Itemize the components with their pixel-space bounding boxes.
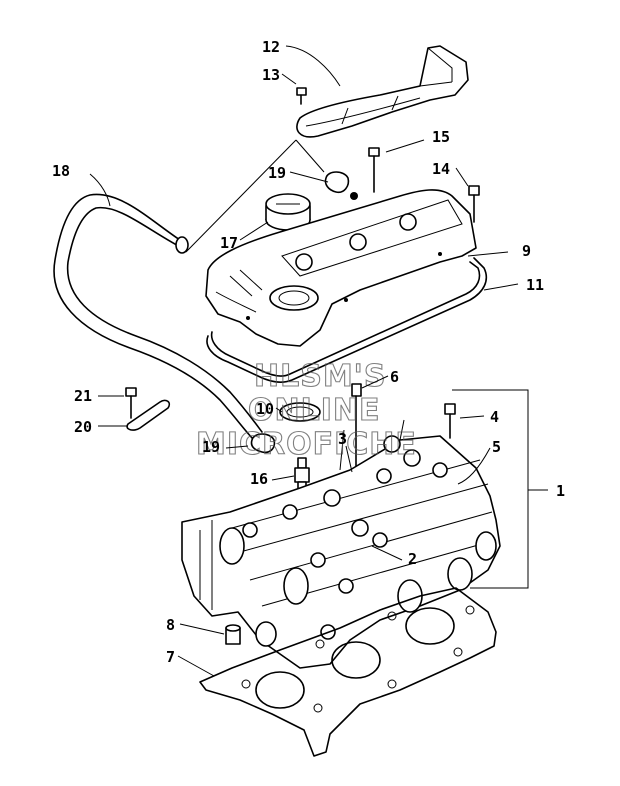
part-20-bracket [126, 399, 171, 431]
part-14-bolt [468, 185, 480, 223]
callout-18: 18 [52, 162, 70, 180]
callout-10: 10 [256, 400, 274, 418]
callouts: 12 13 15 14 18 19 17 9 11 6 21 10 4 20 3… [52, 38, 565, 666]
part-9-valve-cover [205, 189, 477, 347]
part-11-gasket [206, 257, 488, 383]
part-10-seal [279, 402, 321, 422]
callout-9: 9 [522, 242, 531, 260]
callout-7: 7 [166, 648, 175, 666]
callout-19-lower: 19 [202, 438, 220, 456]
callout-5: 5 [492, 438, 501, 456]
callout-1: 1 [556, 482, 565, 500]
watermark-line-2: ONLINE [248, 393, 381, 428]
part-19-clamp-lower [250, 433, 276, 454]
callout-2: 2 [408, 550, 417, 568]
callout-3: 3 [338, 430, 347, 448]
watermark-line-3: MICROFICHE [196, 427, 417, 462]
callout-16: 16 [250, 470, 268, 488]
callout-11: 11 [526, 276, 544, 294]
part-15-bolt [368, 147, 380, 193]
part-17-filler-cap [265, 193, 311, 231]
callout-4: 4 [490, 408, 499, 426]
callout-8: 8 [166, 616, 175, 634]
watermark: HLSM'S ONLINE MICROFICHE [195, 358, 417, 462]
callout-15: 15 [432, 128, 450, 146]
part-21-bolt [125, 387, 137, 419]
part-8-dowel [225, 624, 241, 645]
callout-21: 21 [74, 387, 92, 405]
callout-6: 6 [390, 368, 399, 386]
part-13-bolt [296, 87, 307, 105]
part-4-bolt [444, 403, 456, 439]
part-19-clamp-top [324, 171, 358, 200]
callout-20: 20 [74, 418, 92, 436]
callout-17: 17 [220, 234, 238, 252]
part-18-hose [53, 193, 263, 441]
part-6-stud [351, 383, 362, 471]
watermark-line-1: HLSM'S [254, 359, 386, 394]
part-7-head-gasket [199, 587, 497, 757]
part-12-cover [296, 45, 469, 138]
callout-19-top: 19 [268, 164, 286, 182]
part-1-cylinder-head [181, 419, 501, 669]
callout-12: 12 [262, 38, 280, 56]
leader-lines [89, 45, 548, 677]
callout-13: 13 [262, 66, 280, 84]
callout-14: 14 [432, 160, 450, 178]
